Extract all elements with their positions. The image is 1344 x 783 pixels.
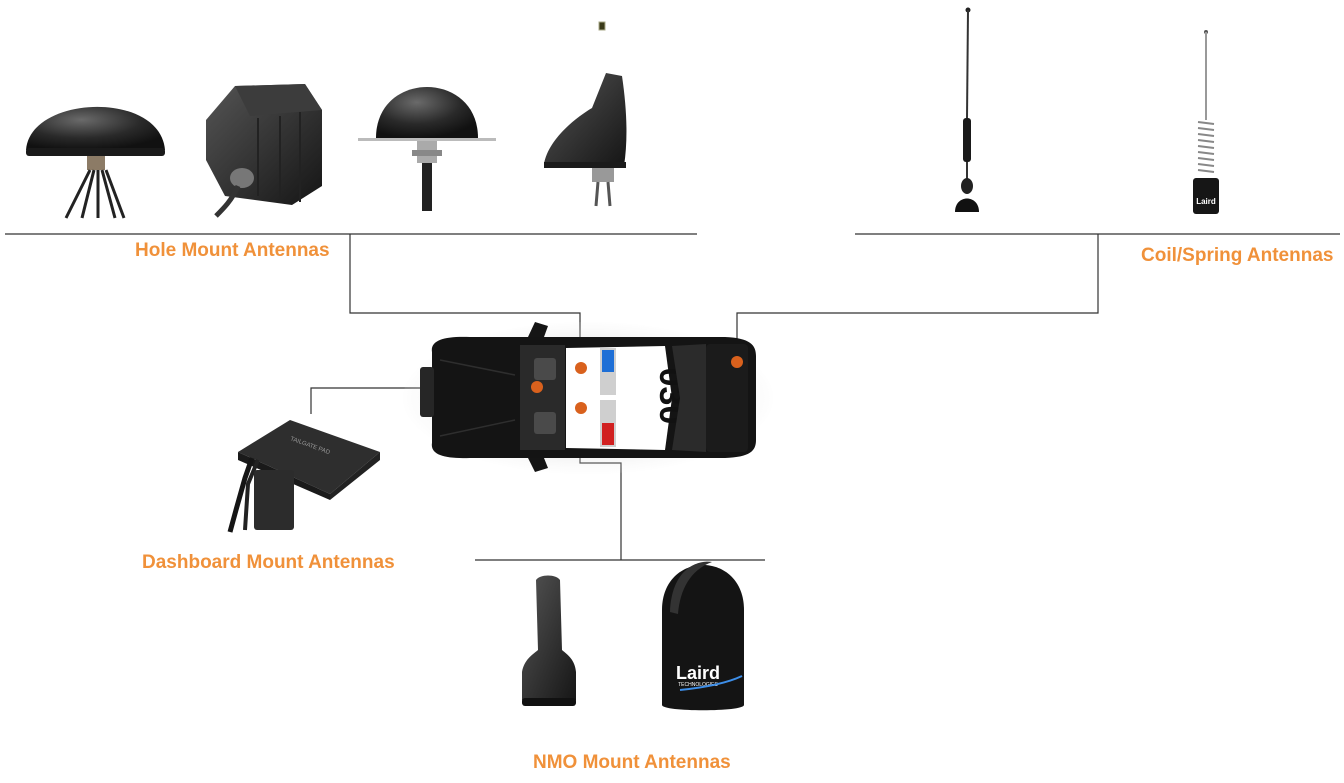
dashboard-antenna-icon: TAILGATE PAD [230,420,380,532]
whip-antenna-icon [955,8,979,213]
roof-mount-point-rear [575,402,587,414]
coil-brand-text: Laird [1196,197,1216,206]
box-antenna-icon [206,84,322,216]
hole-mount-label: Hole Mount Antennas [135,240,330,262]
nmo-mount-label: NMO Mount Antennas [533,752,731,774]
trunk-mount-point [731,356,743,368]
small-marker-icon [599,22,605,30]
nmo-tapered-antenna-icon [522,576,576,707]
spring-antenna-icon: Laird [1193,30,1219,214]
dashboard-mount-point [531,381,543,393]
coil-spring-label: Coil/Spring Antennas [1141,245,1333,267]
shark-fin-antenna-icon [544,73,626,206]
puck-antenna-icon [26,107,165,218]
roof-mount-point-front [575,362,587,374]
nmo-brand-text: Laird [676,663,720,683]
dome-antenna-icon [358,87,496,211]
nmo-dome-antenna-icon: Laird TECHNOLOGIES [662,562,744,711]
coil-spring-connector [737,234,1098,362]
vehicle-top-view: 030 [403,322,773,474]
dashboard-mount-label: Dashboard Mount Antennas [142,552,395,574]
